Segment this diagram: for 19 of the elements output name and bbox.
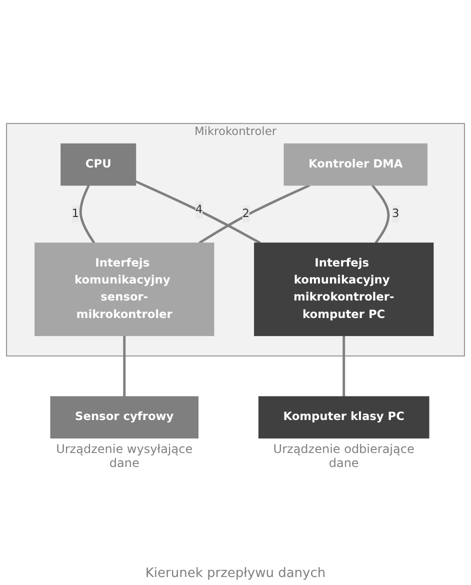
- edge-label: 4: [195, 203, 203, 216]
- node-box: CPU: [60, 144, 136, 186]
- edge-label: 3: [392, 207, 400, 220]
- connector: [371, 184, 390, 244]
- connector: [135, 180, 261, 244]
- node-box: Interfejs komunikacyjny sensor-mikrokontroler: [34, 242, 214, 336]
- node-box: Komputer klasy PC: [258, 396, 430, 439]
- connector: [198, 184, 310, 244]
- edge-label: 2: [242, 207, 250, 220]
- node-box: Kontroler DMA: [284, 144, 428, 186]
- node-caption: Urządzenie wysyłające dane: [55, 442, 194, 470]
- connector: [123, 336, 126, 397]
- connector: [342, 336, 346, 397]
- node-box: Interfejs komunikacyjny mikrokontroler-komputer PC: [254, 242, 434, 336]
- connector: [79, 184, 96, 244]
- node-caption: Urządzenie odbierające dane: [272, 442, 416, 470]
- note-text: Kierunek przepływu danych: [145, 566, 326, 581]
- node-box: Sensor cyfrowy: [50, 396, 198, 439]
- edge-label: 1: [72, 207, 80, 220]
